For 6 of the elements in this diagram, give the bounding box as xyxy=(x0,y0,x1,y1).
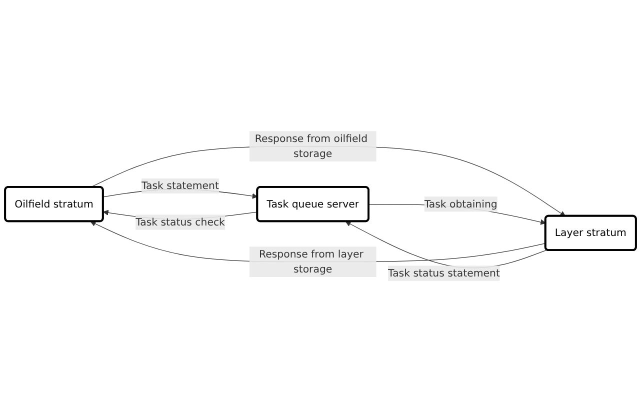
edge-label: Response from layer storage xyxy=(259,248,364,276)
edge-label: Task status check xyxy=(136,216,225,228)
edge-label: Task obtaining xyxy=(424,198,498,210)
edge-label: Task statement xyxy=(142,180,219,192)
edge-label: Response from oilfield storage xyxy=(254,132,368,160)
edge-label: Task status statement xyxy=(388,266,500,280)
